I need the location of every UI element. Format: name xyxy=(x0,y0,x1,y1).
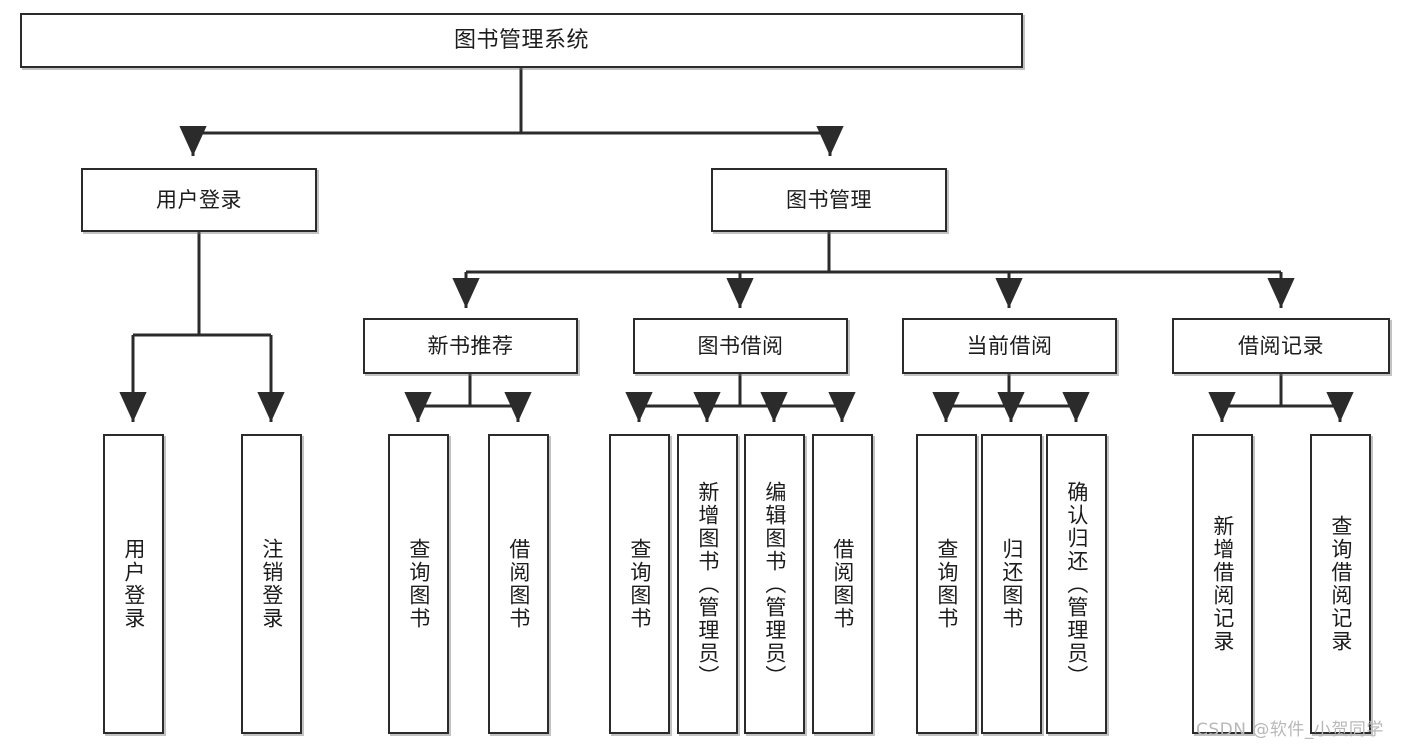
node-label: 查询图书 xyxy=(934,538,959,630)
node-label: 图书借阅 xyxy=(697,333,784,358)
leaf-add-book[interactable]: 新增图书（管理员） xyxy=(677,434,738,734)
node-label: 编辑图书（管理员） xyxy=(762,480,787,688)
node-label: 当前借阅 xyxy=(966,333,1053,358)
leaf-query-book-3[interactable]: 查询图书 xyxy=(916,434,977,734)
node-label: 新增借阅记录 xyxy=(1210,515,1235,653)
node-label: 新书推荐 xyxy=(427,333,514,358)
leaf-user-login[interactable]: 用户登录 xyxy=(103,434,164,734)
node-label: 借阅记录 xyxy=(1238,333,1324,358)
node-book-management[interactable]: 图书管理 xyxy=(711,168,947,232)
node-label: 借阅图书 xyxy=(830,538,855,630)
node-current-borrow[interactable]: 当前借阅 xyxy=(902,318,1117,374)
node-label: 注销登录 xyxy=(259,538,284,630)
node-label: 新增图书（管理员） xyxy=(695,480,720,688)
leaf-return-book[interactable]: 归还图书 xyxy=(981,434,1042,734)
node-book-borrow[interactable]: 图书借阅 xyxy=(633,318,848,374)
node-root-system[interactable]: 图书管理系统 xyxy=(20,13,1023,68)
leaf-confirm-return[interactable]: 确认归还（管理员） xyxy=(1046,434,1107,734)
node-label: 查询借阅记录 xyxy=(1328,515,1353,653)
node-label: 图书管理系统 xyxy=(453,27,589,53)
node-new-book-recommend[interactable]: 新书推荐 xyxy=(363,318,578,374)
leaf-add-record[interactable]: 新增借阅记录 xyxy=(1192,434,1253,734)
leaf-logout[interactable]: 注销登录 xyxy=(241,434,302,734)
node-label: 用户登录 xyxy=(156,187,242,212)
node-borrow-record[interactable]: 借阅记录 xyxy=(1172,318,1390,374)
node-label: 图书管理 xyxy=(786,187,872,212)
node-user-login[interactable]: 用户登录 xyxy=(81,168,317,232)
node-label: 查询图书 xyxy=(406,538,431,630)
leaf-borrow-book-1[interactable]: 借阅图书 xyxy=(488,434,549,734)
leaf-edit-book[interactable]: 编辑图书（管理员） xyxy=(744,434,805,734)
leaf-query-record[interactable]: 查询借阅记录 xyxy=(1310,434,1371,734)
leaf-borrow-book-2[interactable]: 借阅图书 xyxy=(812,434,873,734)
node-label: 查询图书 xyxy=(627,538,652,630)
node-label: 借阅图书 xyxy=(506,538,531,630)
leaf-query-book-1[interactable]: 查询图书 xyxy=(388,434,449,734)
node-label: 归还图书 xyxy=(999,538,1024,630)
csdn-watermark: CSDN @软件_小贺同学 xyxy=(1196,720,1384,740)
leaf-query-book-2[interactable]: 查询图书 xyxy=(609,434,670,734)
node-label: 用户登录 xyxy=(121,538,146,630)
node-label: 确认归还（管理员） xyxy=(1064,480,1089,688)
